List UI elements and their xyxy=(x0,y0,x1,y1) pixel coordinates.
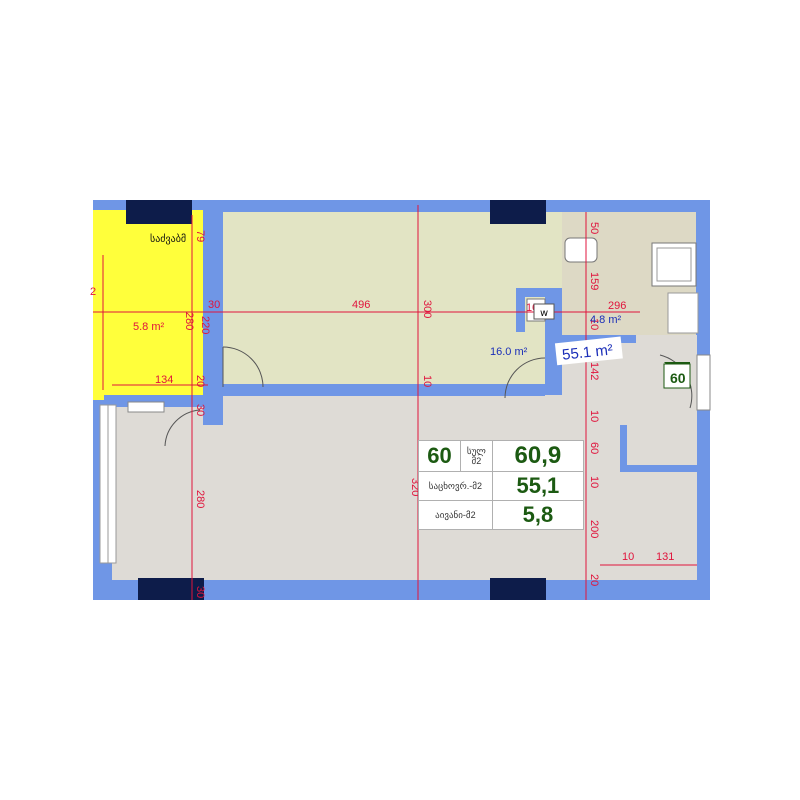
bath-area-label: 4.8 m² xyxy=(590,314,622,326)
total-label: სულ მ2 xyxy=(460,439,493,473)
dim-60: 60 xyxy=(588,442,600,454)
dim-280a: 280 xyxy=(183,312,195,330)
living-room-extension xyxy=(545,212,562,297)
apartment-badge-number: 60 xyxy=(670,370,686,386)
window xyxy=(127,401,165,413)
main-floor xyxy=(112,395,697,580)
dim-30a: 30 xyxy=(208,299,220,311)
total-area-tag: 55.1 m² xyxy=(554,336,623,366)
dim-20a: 20 xyxy=(194,375,206,387)
living-area-value: 55,1 xyxy=(491,471,585,502)
column xyxy=(138,578,204,600)
door-swing xyxy=(164,409,201,447)
total-area-text: 55.1 m² xyxy=(561,341,613,363)
dim-10e: 10 xyxy=(588,476,600,488)
dim-134: 134 xyxy=(155,374,173,386)
door-swing xyxy=(222,346,264,388)
shower-tray xyxy=(651,242,697,287)
apartment-badge: 60 xyxy=(663,362,691,389)
interior-wall xyxy=(223,384,545,396)
closet-floor xyxy=(627,425,697,465)
living-room xyxy=(223,212,545,392)
door-swing xyxy=(504,357,546,399)
washbasin xyxy=(667,292,699,334)
wc-box xyxy=(533,303,555,320)
wc-label: w xyxy=(540,308,548,319)
apartment-number: 60 xyxy=(417,439,462,473)
dim-30b: 30 xyxy=(194,404,206,416)
interior-wall xyxy=(203,210,223,425)
dim-496: 496 xyxy=(352,299,370,311)
column xyxy=(126,200,192,224)
balcony-area-row-label: აივანი-მ2 xyxy=(418,500,493,530)
dim-30c: 30 xyxy=(194,586,206,598)
dim-2: 2 xyxy=(90,286,96,298)
dim-159: 159 xyxy=(588,272,600,290)
interior-wall xyxy=(516,288,562,297)
balcony-name: საძვაბმ xyxy=(150,233,186,245)
living-area-row-label: საცხოვრ.-მ2 xyxy=(418,471,493,502)
area-summary-table: 60 სულ მ2 60,9 საცხოვრ.-მ2 55,1 აივანი-მ… xyxy=(417,439,585,530)
living-area-label: 16.0 m² xyxy=(490,346,528,358)
total-label-line2: მ2 xyxy=(471,456,482,467)
dim-142: 142 xyxy=(588,362,600,380)
dim-10a: 10 xyxy=(421,375,433,387)
dim-296: 296 xyxy=(608,300,626,312)
dim-280b: 280 xyxy=(194,490,206,508)
column xyxy=(490,578,546,600)
dim-10f: 10 xyxy=(622,551,634,563)
dim-300: 300 xyxy=(421,300,433,318)
dim-200: 200 xyxy=(588,520,600,538)
dim-220: 220 xyxy=(199,316,211,334)
total-label-line1: სულ xyxy=(466,446,486,457)
interior-wall xyxy=(545,297,562,395)
dim-79: 79 xyxy=(194,230,206,242)
total-area-value: 60,9 xyxy=(491,439,585,473)
window xyxy=(696,354,711,411)
balcony-area-value: 5,8 xyxy=(491,500,585,530)
balcony-room xyxy=(93,210,203,400)
column xyxy=(490,200,546,224)
dim-50: 50 xyxy=(588,222,600,234)
dim-10c: 10 xyxy=(588,318,600,330)
dimension-lines xyxy=(93,205,697,600)
dim-10d: 10 xyxy=(588,410,600,422)
interior-wall xyxy=(516,288,525,332)
dim-20b: 20 xyxy=(588,574,600,586)
dim-131: 131 xyxy=(656,551,674,563)
balcony-area: 5.8 m² xyxy=(133,321,165,333)
toilet xyxy=(564,237,598,263)
